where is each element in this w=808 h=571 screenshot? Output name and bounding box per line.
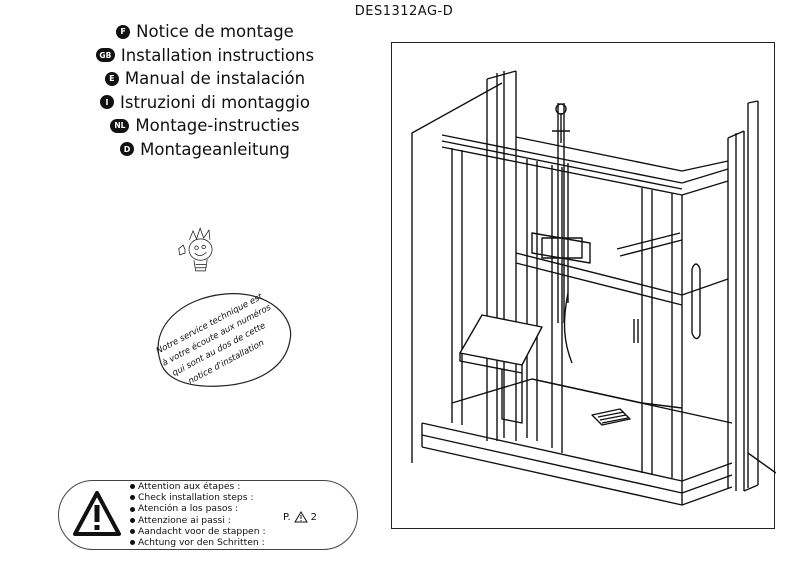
warning-step-e: Atención a los pasos : (130, 503, 266, 514)
warning-step-f: Attention aux étapes : (130, 481, 266, 492)
warning-step-text: Achtung vor den Schritten : (138, 537, 265, 549)
warning-step-text: Check installation steps : (138, 492, 254, 504)
language-row-gb: GB Installation instructions (60, 44, 350, 68)
bullet-icon (130, 528, 135, 534)
bullet-icon (130, 495, 135, 501)
bullet-icon (130, 484, 135, 490)
bullet-icon (130, 506, 135, 512)
language-label-e: Manual de instalación (124, 69, 306, 89)
warning-step-text: Atención a los pasos : (138, 503, 239, 515)
lightbulb-mascot-icon (178, 227, 213, 272)
language-badge-d: D (120, 142, 135, 157)
warning-step-text: Attention aux étapes : (138, 481, 241, 492)
warning-step-text: Attenzione ai passi : (138, 514, 231, 526)
language-badge-e: E (104, 71, 119, 86)
language-label-f: Notice de montage (136, 22, 294, 42)
language-label-d: Montageanleitung (140, 139, 290, 159)
language-badge-gb: GB (95, 48, 115, 63)
page-reference-prefix: P. (283, 511, 291, 523)
warning-step-text: Aandacht voor de stappen : (138, 525, 266, 537)
bullet-icon (130, 540, 135, 546)
warning-steps-list: Attention aux étapes : Check installatio… (130, 481, 266, 548)
page-reference-number: 2 (310, 511, 318, 523)
warning-triangle-icon (73, 491, 121, 536)
language-badge-nl: NL (110, 118, 130, 133)
warning-step-i: Attenzione ai passi : (130, 515, 266, 526)
warning-step-d: Achtung vor den Schritten : (130, 537, 266, 548)
language-row-nl: NL Montage-instructies (60, 114, 350, 138)
document-code: DES1312AG-D (354, 4, 454, 19)
language-row-i: I Istruzioni di montaggio (60, 91, 350, 115)
language-row-e: E Manual de instalación (60, 67, 350, 91)
warning-step-nl: Aandacht voor de stappen : (130, 526, 266, 537)
page-reference: P. 2 (283, 511, 317, 523)
warning-box (58, 480, 358, 550)
language-list: F Notice de montage GB Installation inst… (60, 20, 350, 161)
warning-step-gb: Check installation steps : (130, 492, 266, 503)
shower-enclosure-illustration (391, 42, 776, 529)
language-label-nl: Montage-instructies (135, 116, 300, 136)
language-label-i: Istruzioni di montaggio (120, 92, 310, 112)
language-row-f: F Notice de montage (60, 20, 350, 44)
language-row-d: D Montageanleitung (60, 138, 350, 162)
small-warning-triangle-icon (293, 511, 308, 523)
language-badge-f: F (116, 24, 131, 39)
language-label-gb: Installation instructions (120, 45, 315, 65)
language-badge-i: I (100, 95, 115, 110)
bullet-icon (130, 517, 135, 523)
service-note-bubble: Notre service technique est à votre écou… (155, 292, 292, 387)
